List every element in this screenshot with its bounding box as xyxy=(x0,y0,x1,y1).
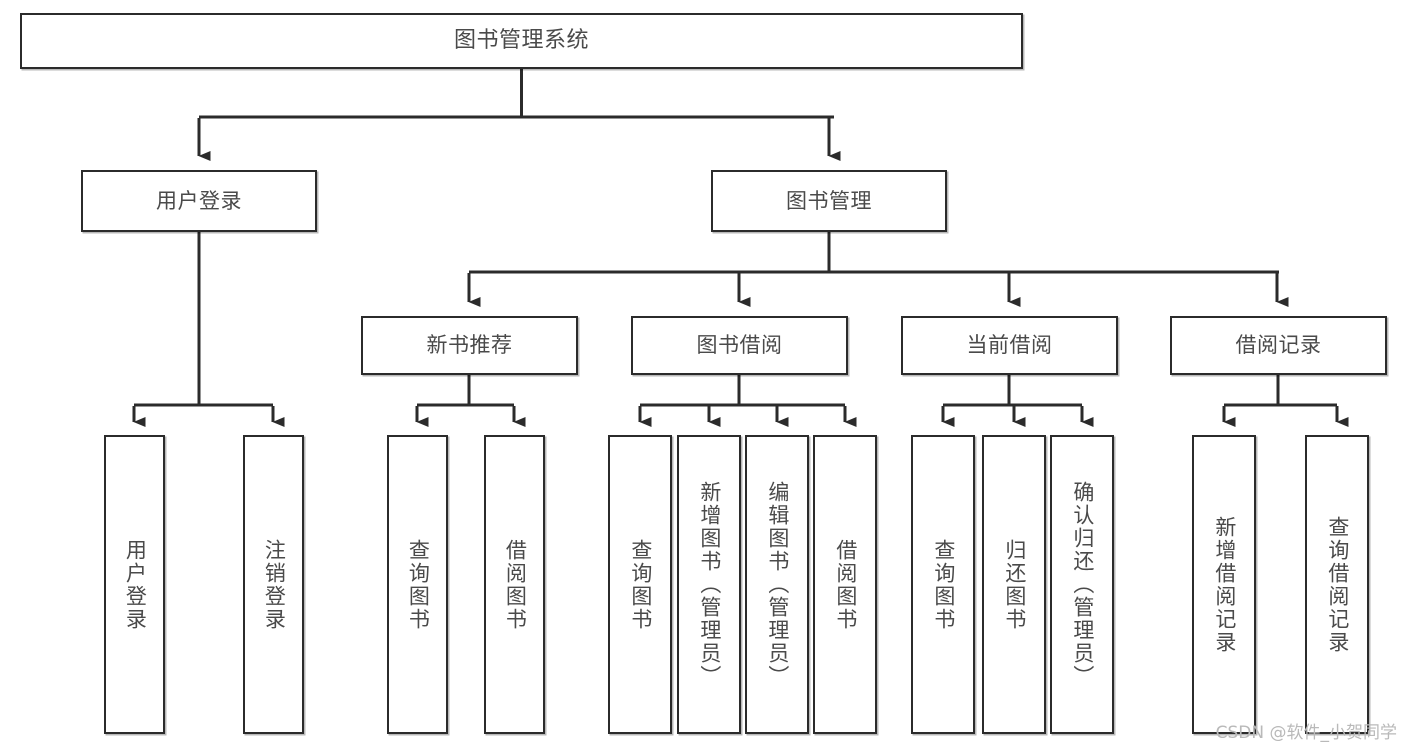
node-borrow-record[interactable]: 借阅记录 xyxy=(1170,316,1387,375)
node-leaf-query-book-cur[interactable]: 查询图书 xyxy=(911,435,975,734)
node-leaf-logout-label: 注销登录 xyxy=(262,538,287,631)
node-leaf-query-record-label: 查询借阅记录 xyxy=(1325,515,1350,654)
node-leaf-add-record[interactable]: 新增借阅记录 xyxy=(1192,435,1256,734)
connector-group-book-borrow xyxy=(638,375,857,427)
node-leaf-add-book-label: 新增图书（管理员） xyxy=(697,481,722,688)
node-leaf-borrow-book[interactable]: 借阅图书 xyxy=(813,435,877,734)
node-leaf-query-book-cur-label: 查询图书 xyxy=(931,538,956,631)
node-leaf-add-record-label: 新增借阅记录 xyxy=(1212,515,1237,654)
node-leaf-query-book-rec[interactable]: 查询图书 xyxy=(387,435,448,734)
node-leaf-confirm-return[interactable]: 确认归还（管理员） xyxy=(1050,435,1114,734)
node-book-borrow-label: 图书借阅 xyxy=(696,333,783,357)
node-user-login-label: 用户登录 xyxy=(156,188,242,213)
node-leaf-logout[interactable]: 注销登录 xyxy=(243,435,304,734)
watermark: CSDN @软件_小贺同学 xyxy=(1215,723,1397,743)
node-book-borrow[interactable]: 图书借阅 xyxy=(631,316,848,375)
connector-group-current-borrow xyxy=(941,375,1094,427)
node-leaf-borrow-book-rec[interactable]: 借阅图书 xyxy=(484,435,545,734)
node-current-borrow[interactable]: 当前借阅 xyxy=(901,316,1118,375)
connector-group-borrow-record xyxy=(1222,375,1349,427)
node-new-book-rec-label: 新书推荐 xyxy=(426,333,513,357)
node-leaf-add-book[interactable]: 新增图书（管理员） xyxy=(677,435,741,734)
node-leaf-return-book[interactable]: 归还图书 xyxy=(982,435,1046,734)
node-leaf-edit-book-label: 编辑图书（管理员） xyxy=(765,481,790,688)
node-leaf-query-record[interactable]: 查询借阅记录 xyxy=(1305,435,1369,734)
connector-group-book-manage xyxy=(467,232,1289,307)
node-leaf-user-login-label: 用户登录 xyxy=(123,538,148,631)
connector-group-new-book-rec xyxy=(415,375,526,427)
node-root[interactable]: 图书管理系统 xyxy=(20,13,1023,69)
node-leaf-query-book-borrow-label: 查询图书 xyxy=(628,538,653,631)
node-leaf-return-book-label: 归还图书 xyxy=(1002,538,1027,631)
connector-group-user-login xyxy=(132,232,285,427)
node-current-borrow-label: 当前借阅 xyxy=(966,333,1053,357)
connector-group-root xyxy=(197,69,841,161)
node-book-manage-label: 图书管理 xyxy=(786,188,872,213)
node-borrow-record-label: 借阅记录 xyxy=(1235,333,1322,357)
node-book-manage[interactable]: 图书管理 xyxy=(711,170,947,232)
node-leaf-user-login[interactable]: 用户登录 xyxy=(104,435,165,734)
node-leaf-edit-book[interactable]: 编辑图书（管理员） xyxy=(745,435,809,734)
node-leaf-borrow-book-label: 借阅图书 xyxy=(833,538,858,631)
node-leaf-query-book-borrow[interactable]: 查询图书 xyxy=(608,435,672,734)
node-root-label: 图书管理系统 xyxy=(453,28,589,53)
node-new-book-rec[interactable]: 新书推荐 xyxy=(361,316,578,375)
node-leaf-confirm-return-label: 确认归还（管理员） xyxy=(1070,481,1095,688)
node-leaf-borrow-book-rec-label: 借阅图书 xyxy=(503,538,528,631)
node-leaf-query-book-rec-label: 查询图书 xyxy=(406,538,431,631)
node-user-login[interactable]: 用户登录 xyxy=(81,170,317,232)
